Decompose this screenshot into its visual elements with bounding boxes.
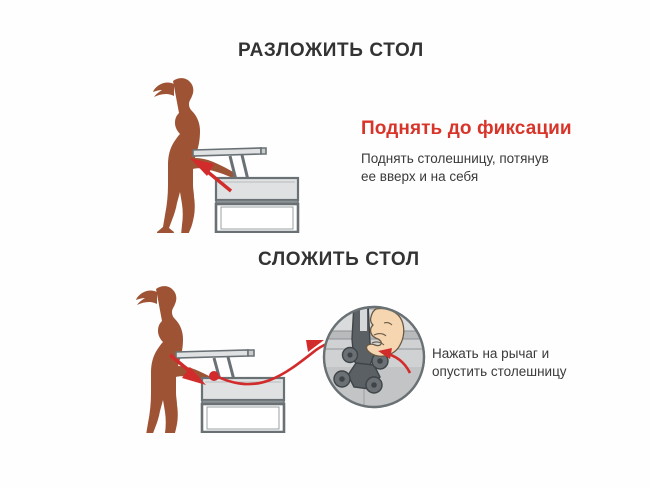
lift-table-icon bbox=[175, 349, 286, 433]
section-heading-unfold: РАЗЛОЖИТЬ СТОЛ bbox=[238, 40, 424, 61]
lever-marker-dot bbox=[209, 371, 219, 381]
hand-squeeze-icon bbox=[365, 307, 405, 357]
red-arrow-icon bbox=[190, 158, 233, 193]
red-arrow-icon bbox=[168, 353, 206, 385]
description-unfold: Поднять столешницу, потянув ее вверх и н… bbox=[361, 151, 549, 184]
callout-title-unfold: Поднять до фиксации bbox=[361, 118, 572, 139]
description-fold: Нажать на рычаг и опустить столешницу bbox=[432, 346, 567, 379]
squeeze-arrow-icon bbox=[378, 348, 412, 374]
woman-silhouette-icon bbox=[136, 286, 218, 433]
detail-circle-border bbox=[322, 305, 426, 409]
fold-illustration bbox=[136, 286, 409, 433]
lift-table-icon bbox=[192, 147, 300, 233]
section-heading-fold: СЛОЖИТЬ СТОЛ bbox=[258, 249, 420, 270]
lever-detail-circle-icon bbox=[322, 305, 426, 409]
unfold-illustration bbox=[153, 78, 300, 233]
woman-silhouette-icon bbox=[153, 78, 235, 233]
